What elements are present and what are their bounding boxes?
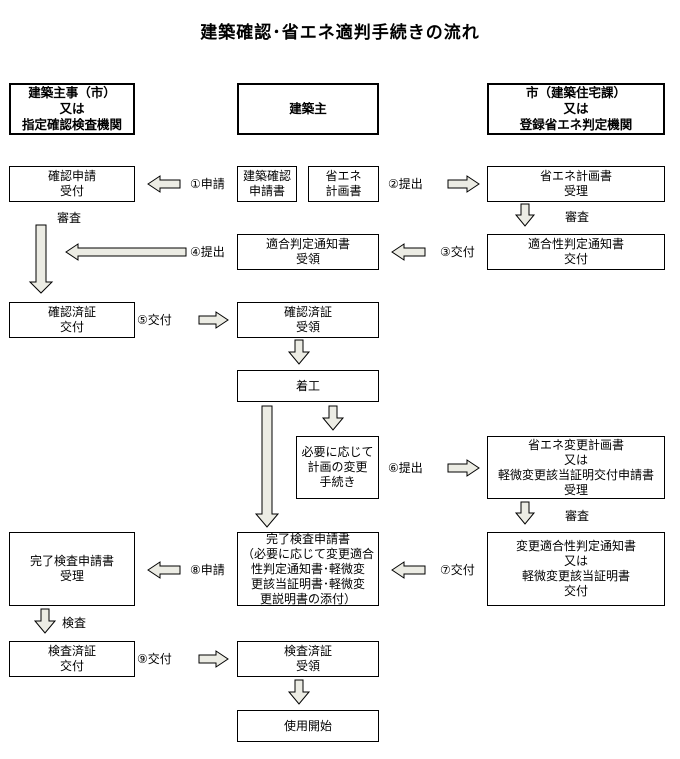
box-line: 確認済証 [47,305,96,319]
box-line: 建築確認 [242,169,291,183]
box-line: 完了検査申請書 [265,531,350,546]
box-kakunin-zumisho-juryo: 確認済証 受領 [237,302,379,338]
box-line: 又は [563,452,588,467]
box-shiyo-kaishi: 使用開始 [237,710,379,742]
arrow-shinsa-right-2 [514,501,536,525]
arrow-step1 [147,175,181,193]
header-line: 又は [563,101,589,116]
arrow-chakko-to-kanryo [254,405,280,528]
box-line: 軽微変更該当証明書 [521,569,630,583]
box-line: 交付 [59,320,84,334]
arrow-step4 [65,243,187,261]
box-line: 性判定通知書･軽微変 [250,561,365,576]
box-line: 受理 [59,569,84,583]
header-line: 登録省エネ判定機関 [519,117,633,132]
box-henko-tekigosei-tsuchisho-kofu: 変更適合性判定通知書 又は 軽微変更該当証明書 交付 [487,532,665,606]
arrow-step3 [391,243,426,261]
header-city-or-judge: 市（建築住宅課） 又は 登録省エネ判定機関 [487,83,665,135]
box-line: 受理 [563,184,588,198]
box-keikaku-henko-tetsuzuki: 必要に応じて 計画の変更 手続き [296,436,379,499]
box-line: 受領 [295,659,320,673]
label-step8: ⑧申請 [190,563,225,577]
box-shoene-keikakusho: 省エネ 計画書 [308,166,379,202]
box-line: 確認申請 [47,169,96,183]
header-building-official: 建築主事（市） 又は 指定確認検査機関 [9,83,135,135]
box-line: 必要に応じて [301,445,374,459]
box-line: 計画書 [325,184,362,198]
box-kakunin-shinsei-uketsuke: 確認申請 受付 [9,166,135,202]
label-step3: ③交付 [440,245,475,259]
box-line: 交付 [563,252,588,266]
arrow-to-shiyo-kaishi [287,679,311,705]
header-line: 建築主 [289,101,327,116]
box-kensa-zumisho-juryo: 検査済証 受領 [237,641,379,677]
box-line: 省エネ変更計画書 [527,437,624,452]
box-line: 検査済証 [47,644,96,658]
label-shinsa-right-2: 審査 [565,509,590,523]
box-line: 更該当証明書･軽微変 [250,576,365,591]
box-line: 受領 [295,252,320,266]
label-step4: ④提出 [190,245,225,259]
header-line: 市（建築住宅課） [525,85,626,100]
box-chakko: 着工 [237,370,379,402]
box-line: 軽微変更該当証明交付申請書 [497,467,654,482]
arrow-step2 [447,175,480,193]
arrow-step6 [447,459,480,477]
arrow-step7 [391,561,426,579]
arrow-step8 [147,561,181,579]
label-shinsa-right: 審査 [565,210,590,224]
box-tekigo-hantei-tsuchisho-juryo: 適合判定通知書 受領 [237,234,379,270]
arrow-step5 [198,311,229,329]
box-kakunin-zumisho-kofu: 確認済証 交付 [9,302,135,338]
box-line: 完了検査申請書 [29,554,114,568]
box-line: 手続き [319,475,356,489]
box-line: 変更適合性判定通知書 [515,539,636,553]
header-line: 又は [59,101,85,116]
box-kensa-zumisho-kofu: 検査済証 交付 [9,641,135,677]
box-line: 省エネ [325,169,362,183]
label-step2: ②提出 [388,177,423,191]
box-line: 省エネ計画書 [539,169,612,183]
box-line: 申請書 [248,184,285,198]
arrow-shinsa-left [28,224,54,294]
box-line: 計画の変更 [307,460,368,474]
label-step7: ⑦交付 [440,563,475,577]
arrow-to-chakko [287,339,311,365]
box-line: 適合判定通知書 [265,237,350,251]
box-line: 受付 [59,184,84,198]
box-line: 更説明書の添付） [259,591,356,606]
box-line: 検査済証 [283,644,332,658]
box-line: 確認済証 [283,305,332,319]
header-line: 建築主事（市） [28,85,116,100]
label-step5: ⑤交付 [137,313,172,327]
diagram-title: 建築確認･省エネ適判手続きの流れ [200,23,480,43]
arrow-shinsa-right [514,203,536,227]
label-kensa: 検査 [62,616,87,630]
box-kanryo-kensa-shinseisho-juri: 完了検査申請書 受理 [9,532,135,606]
box-line: 又は [563,554,588,568]
header-line: 指定確認検査機関 [21,117,122,132]
box-shoene-keikakusho-juri: 省エネ計画書 受理 [487,166,665,202]
box-kenchiku-kakunin-shinseisho: 建築確認 申請書 [237,166,297,202]
label-step9: ⑨交付 [137,652,172,666]
box-line: （必要に応じて変更適合 [241,546,374,561]
arrow-kensa [33,608,57,634]
box-line: 受理 [563,482,588,497]
label-shinsa-left: 審査 [57,211,82,225]
box-line: 交付 [563,584,588,598]
box-tekigosei-hantei-tsuchisho-kofu: 適合性判定通知書 交付 [487,234,665,270]
box-line: 交付 [59,659,84,673]
label-step1: ①申請 [190,177,225,191]
box-line: 受領 [295,320,320,334]
header-building-owner: 建築主 [237,83,379,135]
arrow-step9 [198,650,229,668]
label-step6: ⑥提出 [388,461,423,475]
arrow-to-keikaku-henko [321,405,345,431]
box-line: 適合性判定通知書 [527,237,624,251]
box-kanryo-kensa-shinseisho: 完了検査申請書 （必要に応じて変更適合 性判定通知書･軽微変 更該当証明書･軽微… [237,532,379,606]
box-line: 使用開始 [283,718,332,733]
box-shoene-henko-keikakusho-juri: 省エネ変更計画書 又は 軽微変更該当証明交付申請書 受理 [487,436,665,499]
box-line: 着工 [295,378,320,393]
